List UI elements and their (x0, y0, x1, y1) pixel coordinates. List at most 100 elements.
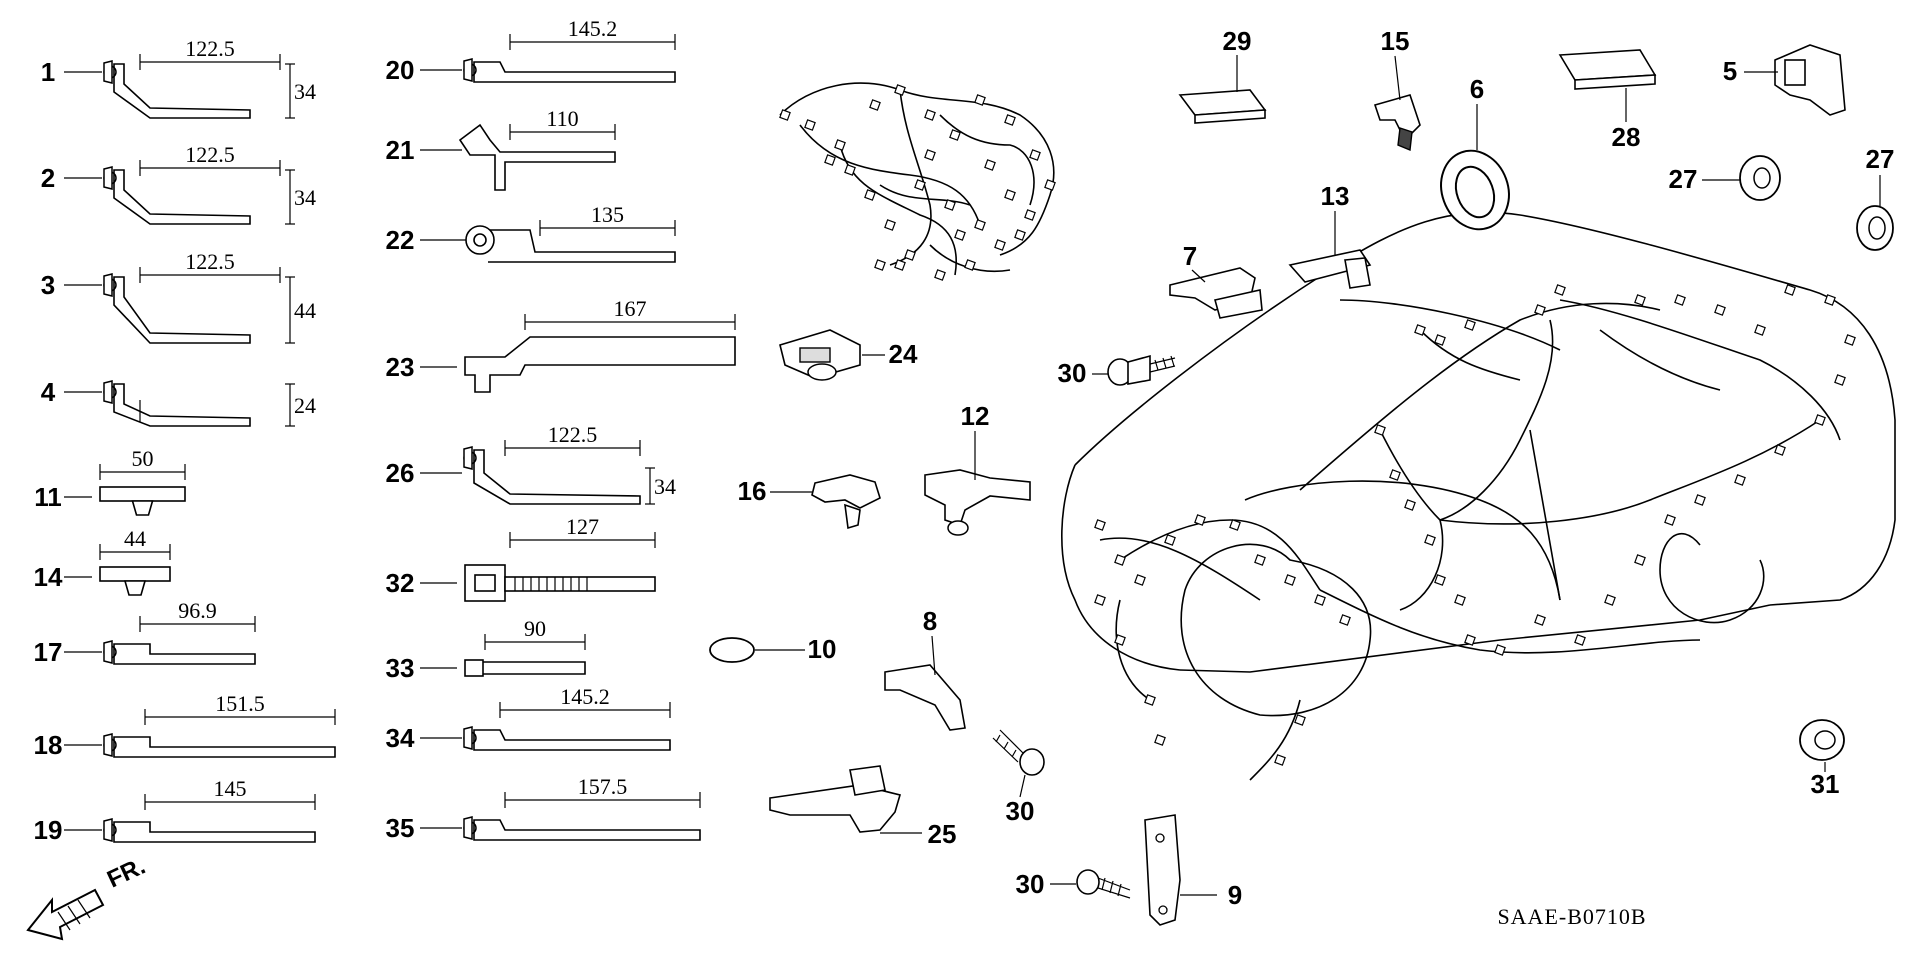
part-25-clip: 25 (769, 765, 957, 849)
callout-number: 23 (386, 352, 415, 382)
clip-4: 4 24 (41, 377, 316, 427)
callout-number: 32 (386, 568, 415, 598)
length-label: 127 (566, 514, 599, 539)
clip-23: 23 167 (386, 296, 736, 393)
middle-column-clips: 20 145.2 21 110 22 135 23 167 26 122.5 34 32 127 33 90… (386, 16, 736, 843)
clip-32: 32 127 (386, 514, 656, 602)
length-label: 145.2 (568, 16, 618, 41)
diagram-code: SAAE-B0710B (1497, 904, 1646, 929)
callout-number: 20 (386, 55, 415, 85)
length-label: 122.5 (185, 36, 235, 61)
clip-3: 3 122.5 44 (41, 249, 316, 344)
callout-5: 5 (1723, 56, 1737, 86)
clip-22: 22 135 (386, 202, 676, 263)
part-13-clip: 13 (1288, 181, 1372, 289)
clip-1: 1 122.5 34 (41, 36, 316, 119)
callout-30b: 30 (1006, 796, 1035, 826)
dashboard-harness-illustration (779, 82, 1056, 281)
callout-10: 10 (808, 634, 837, 664)
callout-27b: 27 (1866, 144, 1895, 174)
callout-number: 4 (41, 377, 56, 407)
length-label: 122.5 (185, 142, 235, 167)
length-label: 122.5 (185, 249, 235, 274)
clip-21: 21 110 (386, 106, 616, 191)
part-28-pad: 28 (1558, 49, 1657, 152)
callout-number: 14 (34, 562, 63, 592)
height-label: 44 (294, 298, 316, 323)
callout-28: 28 (1612, 122, 1641, 152)
part-30-bolt-c: 30 (1016, 869, 1131, 899)
part-9-bracket: 9 (1144, 814, 1242, 926)
part-16-clip: 16 (738, 474, 881, 530)
callout-16: 16 (738, 476, 767, 506)
height-label: 34 (654, 474, 676, 499)
callout-number: 33 (386, 653, 415, 683)
callout-number: 18 (34, 730, 63, 760)
clip-35: 35 157.5 (386, 774, 701, 843)
callout-30c: 30 (1016, 869, 1045, 899)
part-30-bolt-b: 30 (992, 729, 1045, 826)
height-label: 34 (294, 79, 316, 104)
clip-18: 18 151.5 (34, 691, 336, 760)
callout-number: 26 (386, 458, 415, 488)
clip-19: 19 145 (34, 776, 316, 845)
part-31-grommet: 31 (1799, 719, 1845, 799)
part-6-grommet: 6 (1440, 74, 1510, 231)
length-label: 145.2 (560, 684, 610, 709)
clip-26: 26 122.5 34 (386, 422, 676, 505)
clip-34: 34 145.2 (386, 684, 671, 753)
part-27-grommet-a: 27 (1669, 155, 1781, 201)
length-label: 151.5 (215, 691, 265, 716)
callout-27a: 27 (1669, 164, 1698, 194)
clip-33: 33 90 (386, 616, 586, 683)
callout-25: 25 (928, 819, 957, 849)
length-label: 122.5 (548, 422, 598, 447)
part-8-bracket: 8 (884, 606, 966, 731)
length-label: 145 (214, 776, 247, 801)
callout-24: 24 (889, 339, 918, 369)
callout-12: 12 (961, 401, 990, 431)
part-5-bracket: 5 (1723, 44, 1846, 116)
part-12-clip: 12 (924, 401, 1031, 536)
callout-29: 29 (1223, 26, 1252, 56)
callout-number: 21 (386, 135, 415, 165)
length-label: 110 (546, 106, 578, 131)
callout-15: 15 (1381, 26, 1410, 56)
vehicle-body-illustration (1061, 211, 1896, 781)
height-label: 34 (294, 185, 316, 210)
height-label: 24 (294, 393, 316, 418)
part-30-bolt-a: 30 (1058, 354, 1176, 388)
callout-31: 31 (1811, 769, 1840, 799)
front-direction-arrow: FR. (26, 853, 150, 941)
callout-number: 35 (386, 813, 415, 843)
length-label: 50 (132, 446, 154, 471)
callout-number: 1 (41, 57, 55, 87)
front-label: FR. (103, 853, 149, 894)
length-label: 96.9 (178, 598, 217, 623)
callout-6: 6 (1470, 74, 1484, 104)
callout-number: 3 (41, 270, 55, 300)
callout-7: 7 (1183, 241, 1197, 271)
callout-number: 22 (386, 225, 415, 255)
length-label: 90 (524, 616, 546, 641)
part-24-clip: 24 (779, 329, 918, 381)
callout-number: 17 (34, 637, 63, 667)
part-7-bracket: 7 (1169, 241, 1263, 319)
length-label: 167 (614, 296, 647, 321)
part-29-pad: 29 (1178, 26, 1267, 124)
clip-17: 17 96.9 (34, 598, 256, 667)
callout-9: 9 (1228, 880, 1242, 910)
callout-8: 8 (923, 606, 937, 636)
length-label: 157.5 (578, 774, 628, 799)
part-27-grommet-b: 27 (1856, 144, 1895, 251)
part-15-clip: 15 (1373, 26, 1421, 152)
length-label: 135 (591, 202, 624, 227)
callout-30a: 30 (1058, 358, 1087, 388)
callout-number: 19 (34, 815, 63, 845)
callout-number: 34 (386, 723, 415, 753)
